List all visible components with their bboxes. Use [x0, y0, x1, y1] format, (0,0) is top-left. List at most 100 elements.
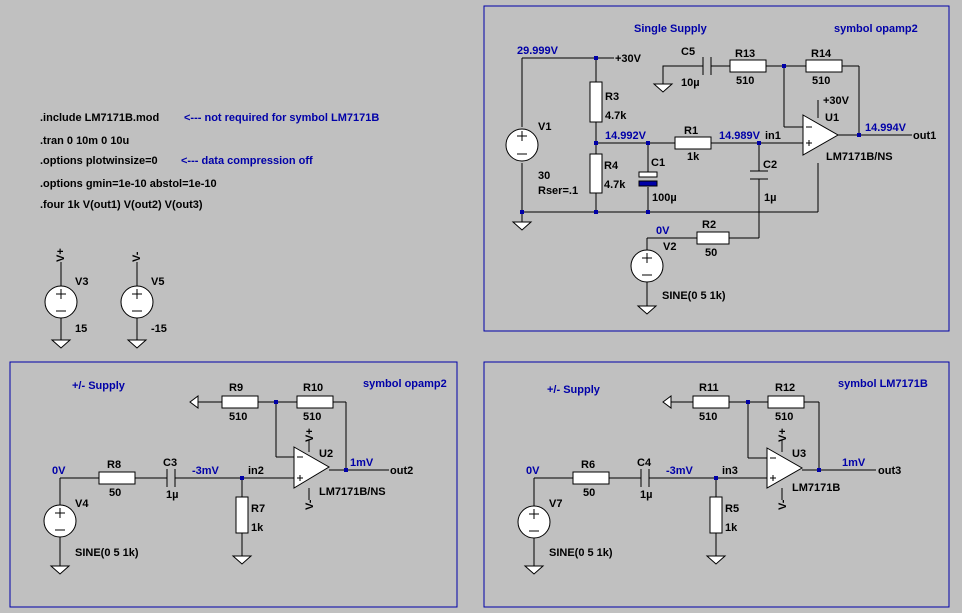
- component-value: 510: [303, 411, 321, 423]
- symbol-label: symbol LM7171B: [838, 378, 928, 390]
- component-value: 100µ: [652, 192, 677, 204]
- component-model: LM7171B/NS: [319, 486, 386, 498]
- circuit-title: Single Supply: [634, 23, 708, 35]
- opamp-u1[interactable]: U1 LM7171B/NS: [802, 112, 893, 163]
- net-label-vminus: V-: [777, 499, 789, 510]
- spice-directives[interactable]: .include LM7171B.mod <--- not required f…: [40, 112, 379, 211]
- component-value: SINE(0 5 1k): [549, 547, 613, 559]
- component-param: Rser=.1: [538, 185, 578, 197]
- component-name: R10: [303, 382, 323, 394]
- node-voltage: 1mV: [350, 457, 374, 469]
- component-model: LM7171B/NS: [826, 151, 893, 163]
- net-label-vminus: V-: [131, 251, 143, 262]
- component-name: R6: [581, 459, 595, 471]
- component-value: 4.7k: [605, 110, 627, 122]
- component-name: R8: [107, 459, 121, 471]
- component-name: V3: [75, 276, 88, 288]
- component-name: V7: [549, 498, 562, 510]
- net-label-vplus: V+: [777, 428, 789, 442]
- resistor-r4[interactable]: R4 4.7k: [589, 153, 626, 194]
- component-value: 510: [699, 411, 717, 423]
- directive-options2[interactable]: .options gmin=1e-10 abstol=1e-10: [40, 178, 217, 190]
- component-name: C4: [637, 457, 652, 469]
- component-value: 15: [75, 323, 87, 335]
- directive-tran[interactable]: .tran 0 10m 0 10u: [40, 135, 129, 147]
- circuit-title: +/- Supply: [547, 384, 601, 396]
- node-voltage: 14.992V: [605, 130, 647, 142]
- opamp-u2[interactable]: U2 LM7171B/NS V+ V-: [293, 428, 386, 510]
- node-voltage: 14.989V: [719, 130, 761, 142]
- capacitor-c5[interactable]: C5 10µ: [681, 46, 712, 89]
- resistor-r1[interactable]: R1 1k: [674, 125, 712, 163]
- node-voltage: 0V: [526, 465, 540, 477]
- voltage-source-v7[interactable]: V7 SINE(0 5 1k): [517, 498, 613, 559]
- circuit-dual-supply-opamp2[interactable]: +/- Supply symbol opamp2 R9 510 R10 510: [9, 361, 458, 608]
- node-voltage: 0V: [656, 225, 670, 237]
- component-value: 50: [583, 487, 595, 499]
- net-label: in3: [722, 465, 738, 477]
- component-name: R7: [251, 503, 265, 515]
- directive-four[interactable]: .four 1k V(out1) V(out2) V(out3): [40, 199, 203, 211]
- node-voltage: 14.994V: [865, 122, 907, 134]
- capacitor-c1[interactable]: C1 100µ: [638, 157, 677, 204]
- voltage-source-v4[interactable]: V4 SINE(0 5 1k): [43, 498, 139, 559]
- resistor-r13[interactable]: R13 510: [729, 48, 767, 87]
- component-name: R3: [605, 91, 619, 103]
- component-name: C5: [681, 46, 695, 58]
- component-name: U1: [825, 112, 839, 124]
- node-voltage: 0V: [52, 465, 66, 477]
- resistor-r12[interactable]: R12 510: [767, 382, 805, 423]
- rail-label: +30V: [615, 53, 642, 65]
- directive-options1[interactable]: .options plotwinsize=0: [40, 155, 158, 167]
- resistor-r2[interactable]: R2 50: [696, 219, 730, 259]
- directive-include[interactable]: .include LM7171B.mod: [40, 112, 159, 124]
- net-label-vplus: V+: [304, 428, 316, 442]
- component-name: R2: [702, 219, 716, 231]
- component-value: 1k: [251, 522, 264, 534]
- component-name: R13: [735, 48, 755, 60]
- symbol-label: symbol opamp2: [834, 23, 918, 35]
- capacitor-c4[interactable]: C4 1µ: [637, 457, 652, 501]
- opamp-u3[interactable]: U3 LM7171B V+ V-: [766, 428, 840, 510]
- component-value: 510: [812, 75, 830, 87]
- resistor-r8[interactable]: R8 50: [98, 459, 136, 499]
- component-value: 50: [705, 247, 717, 259]
- circuit-frame: [483, 5, 950, 332]
- resistor-r5[interactable]: R5 1k: [709, 496, 739, 534]
- supply-v5[interactable]: V- V5 -15: [120, 251, 167, 349]
- circuit-single-supply[interactable]: Single Supply symbol opamp2: [483, 5, 950, 332]
- net-label: out3: [878, 465, 901, 477]
- circuit-frame: [9, 361, 458, 608]
- component-value: 1k: [725, 522, 738, 534]
- rail-label: +30V: [823, 95, 850, 107]
- component-value: 510: [229, 411, 247, 423]
- node-voltage: 29.999V: [517, 45, 559, 57]
- net-label-vminus: V-: [304, 499, 316, 510]
- resistor-r14[interactable]: R14 510: [805, 48, 843, 87]
- node-voltage: -3mV: [192, 465, 220, 477]
- net-label: in2: [248, 465, 264, 477]
- resistor-r9[interactable]: R9 510: [221, 382, 259, 423]
- component-name: R1: [684, 125, 698, 137]
- symbol-label: symbol opamp2: [363, 378, 447, 390]
- component-model: LM7171B: [792, 482, 840, 494]
- voltage-source-v1[interactable]: V1 30 Rser=.1: [505, 121, 578, 197]
- component-name: C1: [651, 157, 665, 169]
- circuit-dual-supply-lm7171b[interactable]: +/- Supply symbol LM7171B R11 510 R12 51…: [483, 361, 950, 608]
- voltage-source-v2[interactable]: V2 SINE(0 5 1k): [630, 241, 726, 302]
- capacitor-c2[interactable]: C2 1µ: [750, 159, 777, 204]
- component-value: SINE(0 5 1k): [662, 290, 726, 302]
- resistor-r3[interactable]: R3 4.7k: [589, 81, 627, 123]
- resistor-r11[interactable]: R11 510: [692, 382, 730, 423]
- component-value: -15: [151, 323, 167, 335]
- resistor-r6[interactable]: R6 50: [572, 459, 610, 499]
- capacitor-c3[interactable]: C3 1µ: [163, 457, 178, 501]
- resistor-r7[interactable]: R7 1k: [235, 496, 265, 534]
- supply-v3[interactable]: V+ V3 15: [44, 248, 88, 349]
- component-name: R5: [725, 503, 739, 515]
- component-value: 50: [109, 487, 121, 499]
- component-name: R11: [699, 382, 719, 394]
- component-name: R14: [811, 48, 832, 60]
- resistor-r10[interactable]: R10 510: [296, 382, 334, 423]
